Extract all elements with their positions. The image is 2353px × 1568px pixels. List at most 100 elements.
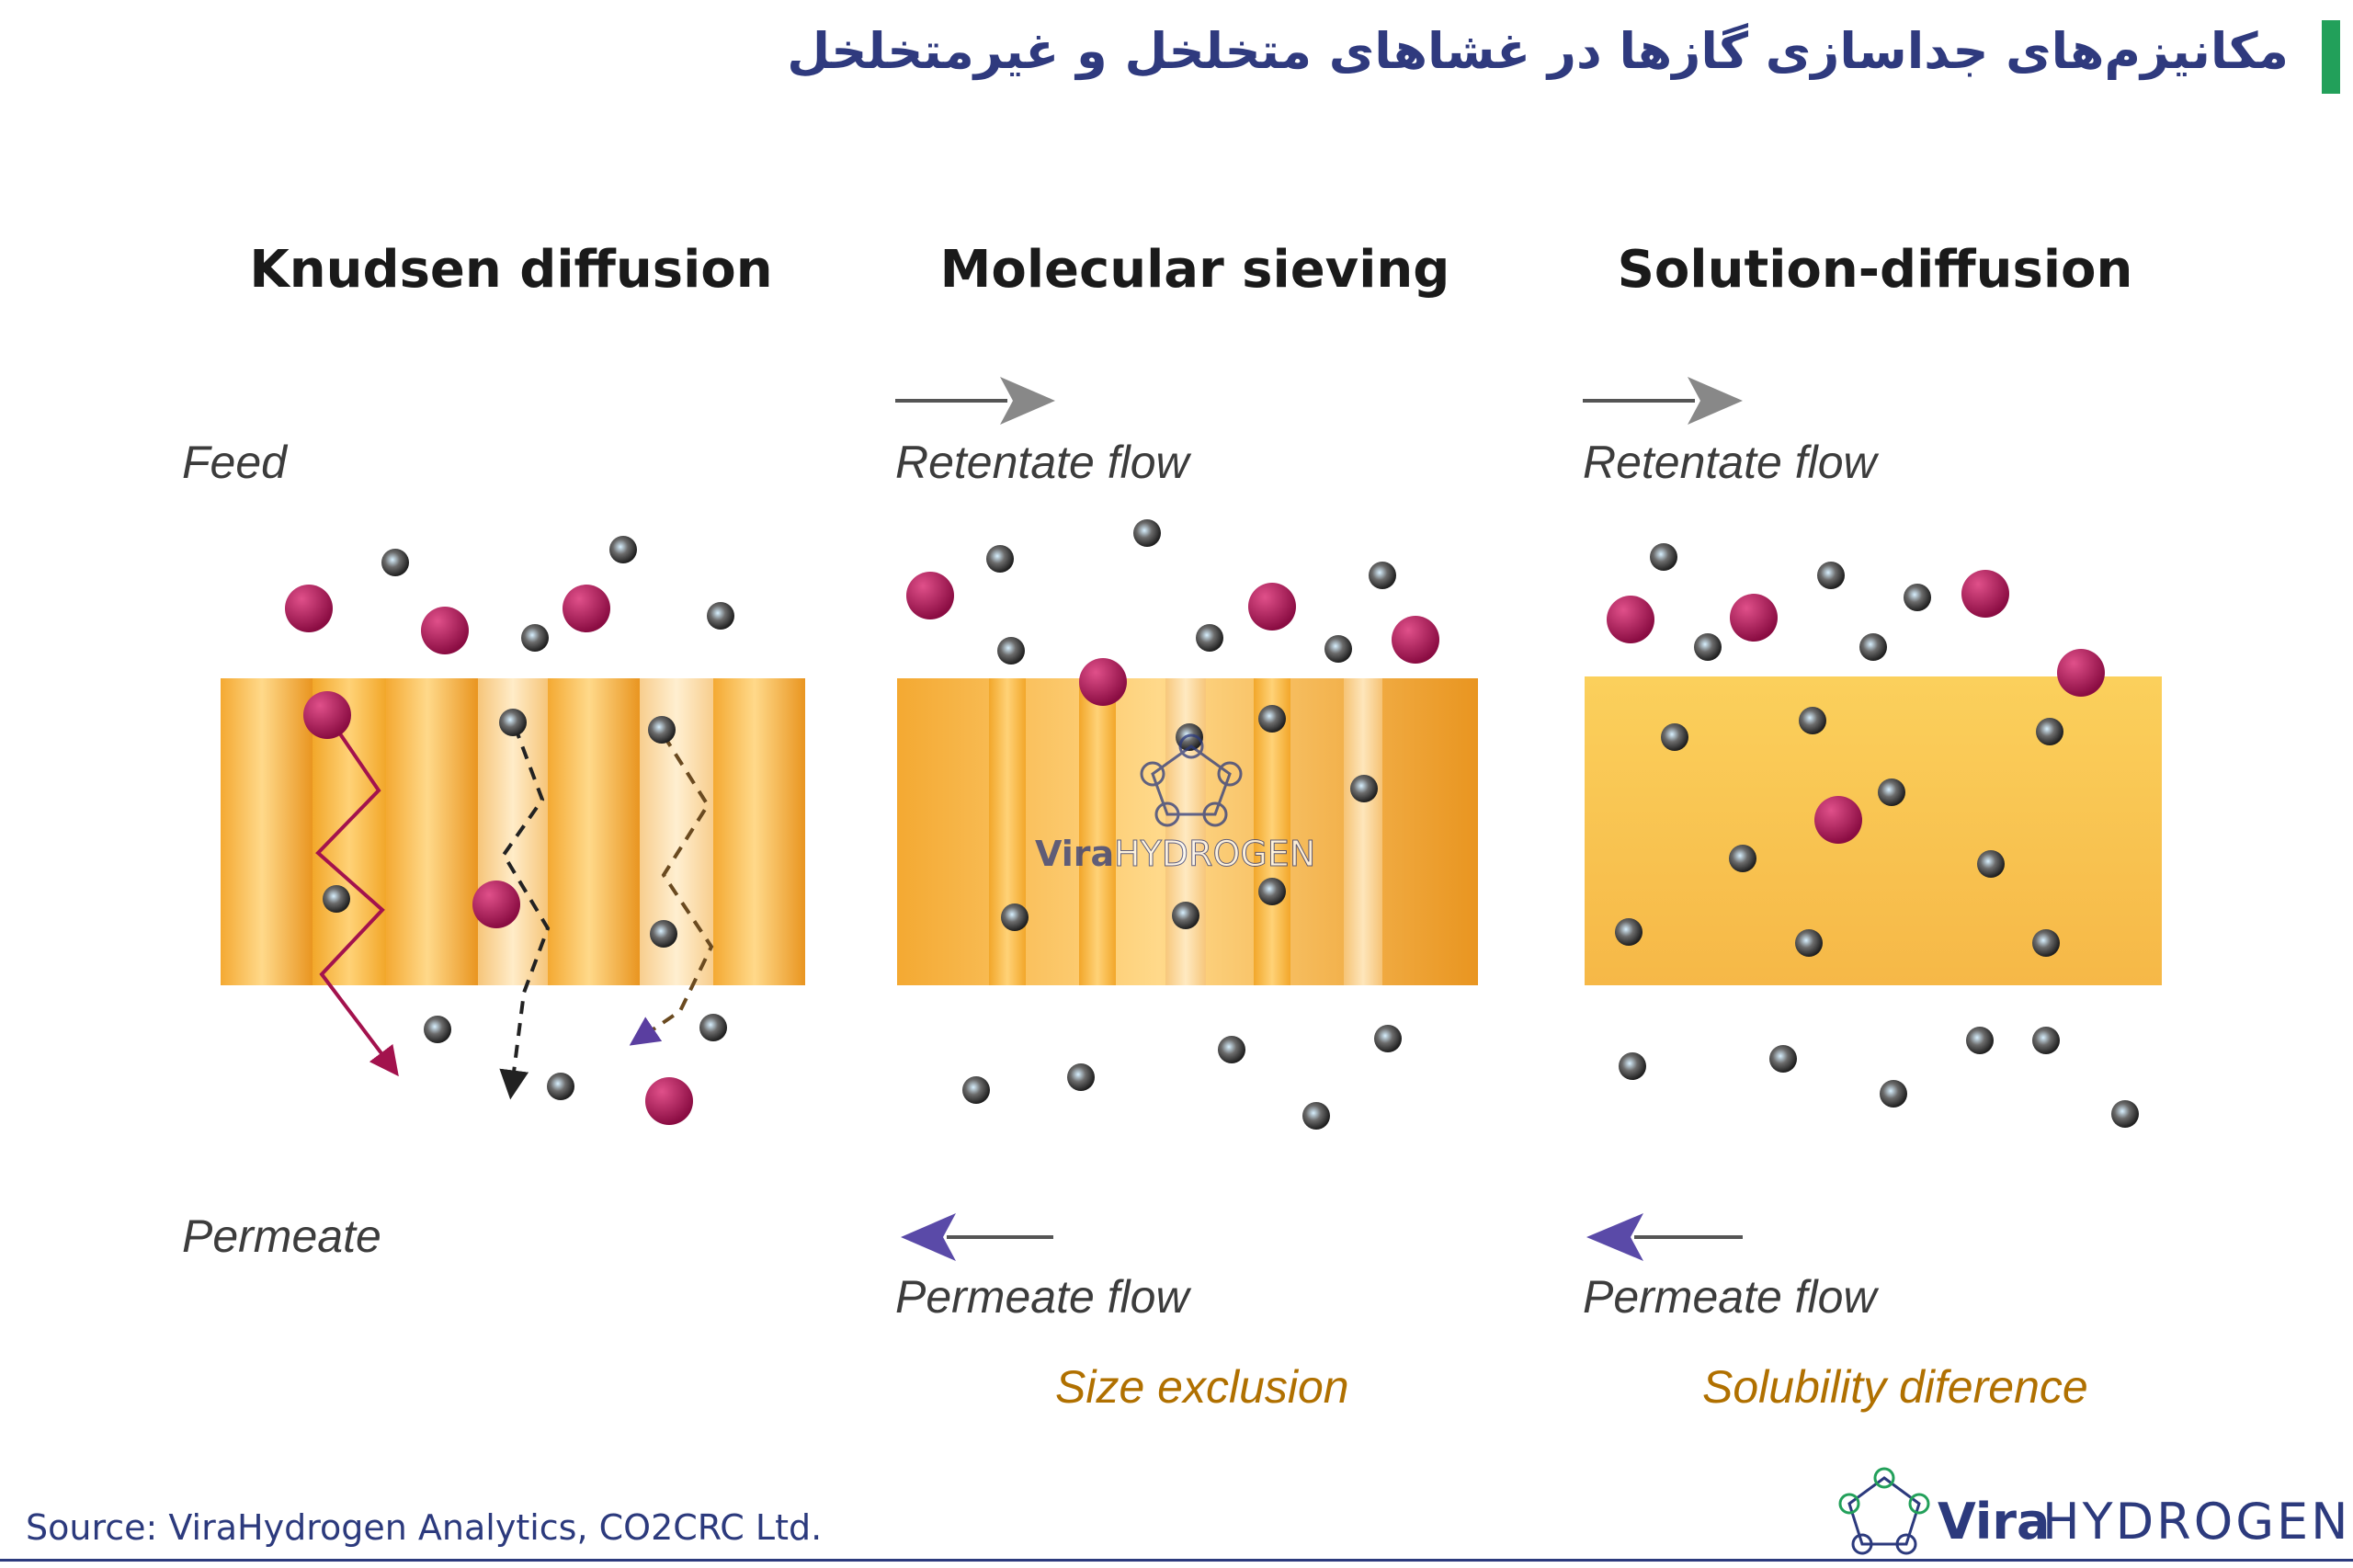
membrane-pore xyxy=(1079,678,1116,985)
small-molecule-path xyxy=(629,733,714,1046)
small-molecule xyxy=(2036,718,2063,745)
small-molecule xyxy=(1258,705,1286,733)
small-molecule xyxy=(1172,902,1199,929)
small-molecule xyxy=(1001,903,1029,931)
small-molecule xyxy=(521,624,549,652)
membrane-segment xyxy=(548,678,640,985)
small-molecule xyxy=(1661,723,1688,751)
footer-divider xyxy=(0,1559,2353,1562)
small-molecule xyxy=(1878,778,1905,806)
source-note: Source: ViraHydrogen Analytics, CO2CRC L… xyxy=(26,1507,823,1548)
small-molecule xyxy=(1369,562,1396,589)
small-molecule xyxy=(424,1016,451,1043)
large-molecule xyxy=(1730,594,1778,642)
small-molecule xyxy=(1650,543,1677,571)
small-molecule xyxy=(1694,633,1722,661)
small-molecule xyxy=(2032,929,2060,957)
small-molecule xyxy=(1067,1063,1095,1091)
small-molecule xyxy=(1904,584,1931,611)
knudsen-membrane xyxy=(221,678,805,985)
small-molecule xyxy=(1769,1045,1797,1073)
large-molecule xyxy=(1961,570,2009,618)
small-molecule xyxy=(1196,624,1223,652)
large-molecule xyxy=(303,691,351,739)
small-molecule xyxy=(707,602,734,630)
large-molecule xyxy=(1607,596,1654,643)
membrane-segment xyxy=(221,678,313,985)
solubility-difference-label: Solubility diference xyxy=(1702,1361,2088,1413)
panel-title-knudsen: Knudsen diffusion xyxy=(249,240,772,300)
small-molecule xyxy=(1615,918,1643,946)
sieving-molecules xyxy=(906,519,1439,1130)
retentate-arrow xyxy=(1583,377,1743,425)
page-title: مکانیزم‌های جداسازی گازها در غشاهای متخل… xyxy=(787,22,2289,80)
large-molecule xyxy=(472,881,520,928)
small-molecule xyxy=(1324,635,1352,663)
brand-logo: Vira HYDROGEN xyxy=(1838,1467,2351,1555)
small-molecule xyxy=(1619,1052,1646,1080)
small-molecule xyxy=(1817,562,1845,589)
knudsen-molecules xyxy=(285,536,734,1125)
brand-hydrogen: HYDROGEN xyxy=(2042,1493,2351,1551)
watermark-hydrogen: HYDROGEN xyxy=(1114,834,1315,874)
small-molecule xyxy=(1729,845,1756,872)
watermark: Vira HYDROGEN xyxy=(1035,733,1316,875)
large-molecule xyxy=(2057,649,2105,697)
permeate-flow-label: Permeate flow xyxy=(895,1271,1191,1323)
small-molecule xyxy=(547,1073,574,1100)
large-molecule xyxy=(421,607,469,654)
large-molecule xyxy=(1248,583,1296,631)
solution-molecules xyxy=(1607,543,2139,1128)
small-molecule xyxy=(2111,1100,2139,1128)
small-molecule xyxy=(1218,1036,1245,1063)
small-molecule xyxy=(1374,1025,1402,1052)
small-molecule xyxy=(1350,775,1378,802)
small-molecule xyxy=(962,1076,990,1104)
size-exclusion-label: Size exclusion xyxy=(1055,1361,1349,1413)
small-molecule xyxy=(1133,519,1161,547)
small-molecule xyxy=(609,536,637,563)
title-accent-bar xyxy=(2322,20,2340,94)
large-molecule xyxy=(285,585,333,632)
large-molecule xyxy=(1392,616,1439,664)
large-molecule xyxy=(645,1077,693,1125)
membrane-segment xyxy=(386,678,478,985)
large-molecule xyxy=(1814,796,1862,844)
small-molecule xyxy=(381,549,409,576)
small-molecule xyxy=(1795,929,1823,957)
watermark-vira: Vira xyxy=(1035,834,1114,874)
large-molecule xyxy=(1079,658,1127,706)
small-molecule xyxy=(1966,1027,1994,1054)
small-molecule xyxy=(499,709,527,736)
small-molecule xyxy=(2032,1027,2060,1054)
permeate-arrow xyxy=(1586,1213,1743,1261)
small-molecule xyxy=(1859,633,1887,661)
membrane-pore xyxy=(989,678,1026,985)
small-molecule xyxy=(650,920,677,948)
small-molecule xyxy=(997,637,1025,665)
small-molecule-path xyxy=(499,725,551,1100)
panel-title-molecular-sieving: Molecular sieving xyxy=(940,240,1450,300)
large-molecule-path xyxy=(315,713,399,1077)
small-molecule xyxy=(648,716,676,744)
retentate-arrow xyxy=(895,377,1055,425)
watermark-logo-icon xyxy=(1140,733,1243,827)
membrane-segment xyxy=(713,678,805,985)
membrane-pore xyxy=(1344,678,1382,985)
knudsen-paths xyxy=(315,713,714,1100)
small-molecule xyxy=(1302,1102,1330,1130)
permeate-label: Permeate xyxy=(182,1210,381,1262)
small-molecule xyxy=(1799,707,1826,734)
feed-label: Feed xyxy=(182,437,289,488)
brand-vira: Vira xyxy=(1938,1493,2050,1551)
large-molecule xyxy=(906,572,954,619)
small-molecule xyxy=(986,545,1014,573)
panel-title-solution-diffusion: Solution-diffusion xyxy=(1618,240,2133,300)
permeate-flow-label: Permeate flow xyxy=(1583,1271,1879,1323)
large-molecule xyxy=(563,585,610,632)
brand-logo-icon xyxy=(1838,1467,1930,1555)
small-molecule xyxy=(699,1014,727,1041)
small-molecule xyxy=(1258,878,1286,905)
permeate-arrow xyxy=(901,1213,1053,1261)
